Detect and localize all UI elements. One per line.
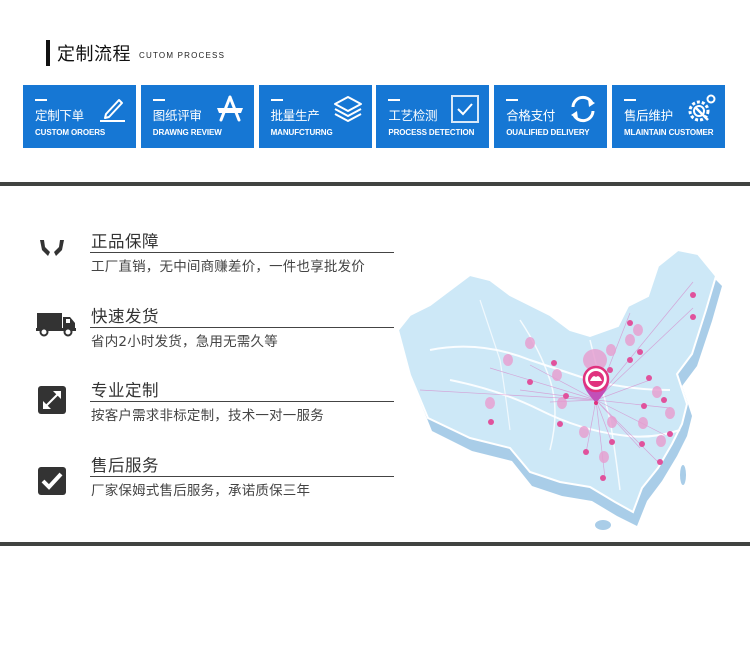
title-accent-bar bbox=[46, 40, 50, 66]
feature-fast-shipping: 快速发货 省内2小时发货，急用无需久等 bbox=[0, 303, 400, 353]
step-maintain-customer: 售后维护 MLAINTAIN CUSTOMER bbox=[611, 85, 725, 148]
pencil-icon bbox=[100, 99, 125, 122]
central-location-pin bbox=[582, 365, 610, 405]
compass-ruler-icon bbox=[216, 95, 243, 122]
step-process-detection: 工艺检测 PROCESS DETECTION bbox=[376, 85, 490, 148]
gear-wrench-icon bbox=[688, 94, 716, 122]
step-label-zh: 批量生产 bbox=[270, 108, 320, 123]
layers-icon bbox=[333, 96, 362, 122]
section-title: 定制流程 CUTOM PROCESS bbox=[46, 40, 225, 66]
checkbox-icon bbox=[451, 95, 480, 123]
resize-arrow-icon bbox=[38, 386, 66, 414]
step-qualified-delivery: 合格支付 OUALIFIED DELIVERY bbox=[494, 85, 608, 148]
checkmark-icon bbox=[38, 467, 66, 495]
feature-professional-custom: 专业定制 按客户需求非标定制，技术一对一服务 bbox=[0, 377, 400, 427]
feature-desc: 按客户需求非标定制，技术一对一服务 bbox=[91, 408, 324, 424]
step-label-en: MLAINTAIN CUSTOMER bbox=[623, 128, 714, 137]
step-drawing-review: 图纸评审 DRAWNG REVIEW bbox=[140, 85, 254, 148]
step-label-en: PROCESS DETECTION bbox=[388, 128, 475, 137]
step-custom-order: 定制下单 CUSTOM OROERS bbox=[23, 85, 136, 148]
step-label-zh: 图纸评审 bbox=[152, 108, 202, 123]
feature-genuine-guarantee: 正品保障 工厂直销，无中间商赚差价，一件也享批发价 bbox=[0, 228, 400, 278]
step-label-zh: 工艺检测 bbox=[388, 108, 438, 123]
step-manufacturing: 批量生产 MANUFCTURNG bbox=[258, 85, 372, 148]
step-dash bbox=[388, 99, 401, 101]
step-label-zh: 合格支付 bbox=[506, 108, 555, 123]
feature-after-sales: 售后服务 厂家保姆式售后服务，承诺质保三年 bbox=[0, 452, 400, 502]
step-dash bbox=[506, 99, 519, 101]
feature-desc: 厂家保姆式售后服务，承诺质保三年 bbox=[91, 483, 311, 499]
step-dash bbox=[35, 99, 47, 101]
section-divider-top bbox=[0, 182, 750, 186]
refresh-icon bbox=[571, 95, 596, 123]
hands-icon bbox=[40, 240, 64, 256]
feature-title: 快速发货 bbox=[91, 307, 159, 326]
feature-title: 售后服务 bbox=[91, 456, 159, 475]
china-distribution-map bbox=[396, 248, 722, 530]
step-dash bbox=[623, 99, 636, 101]
section-divider-bottom bbox=[0, 542, 750, 546]
truck-icon bbox=[36, 313, 76, 337]
section-title-zh: 定制流程 bbox=[57, 44, 131, 65]
feature-rule bbox=[90, 252, 394, 253]
feature-title: 正品保障 bbox=[91, 232, 159, 251]
process-steps: 定制下单 CUSTOM OROERS 图纸评审 DRAWNG REVIEW 批量… bbox=[23, 85, 725, 148]
feature-desc: 工厂直销，无中间商赚差价，一件也享批发价 bbox=[91, 259, 365, 275]
feature-title: 专业定制 bbox=[91, 381, 159, 400]
step-label-zh: 售后维护 bbox=[623, 108, 673, 123]
step-label-zh: 定制下单 bbox=[35, 108, 84, 123]
feature-rule bbox=[90, 327, 394, 328]
step-label-en: OUALIFIED DELIVERY bbox=[506, 128, 590, 137]
step-dash bbox=[152, 99, 165, 101]
step-dash bbox=[270, 99, 283, 101]
step-label-en: CUSTOM OROERS bbox=[35, 128, 106, 137]
feature-rule bbox=[90, 476, 394, 477]
feature-rule bbox=[90, 401, 394, 402]
step-label-en: MANUFCTURNG bbox=[270, 128, 333, 137]
step-label-en: DRAWNG REVIEW bbox=[152, 128, 222, 137]
feature-desc: 省内2小时发货，急用无需久等 bbox=[91, 334, 278, 350]
section-title-en: CUTOM PROCESS bbox=[139, 50, 226, 60]
